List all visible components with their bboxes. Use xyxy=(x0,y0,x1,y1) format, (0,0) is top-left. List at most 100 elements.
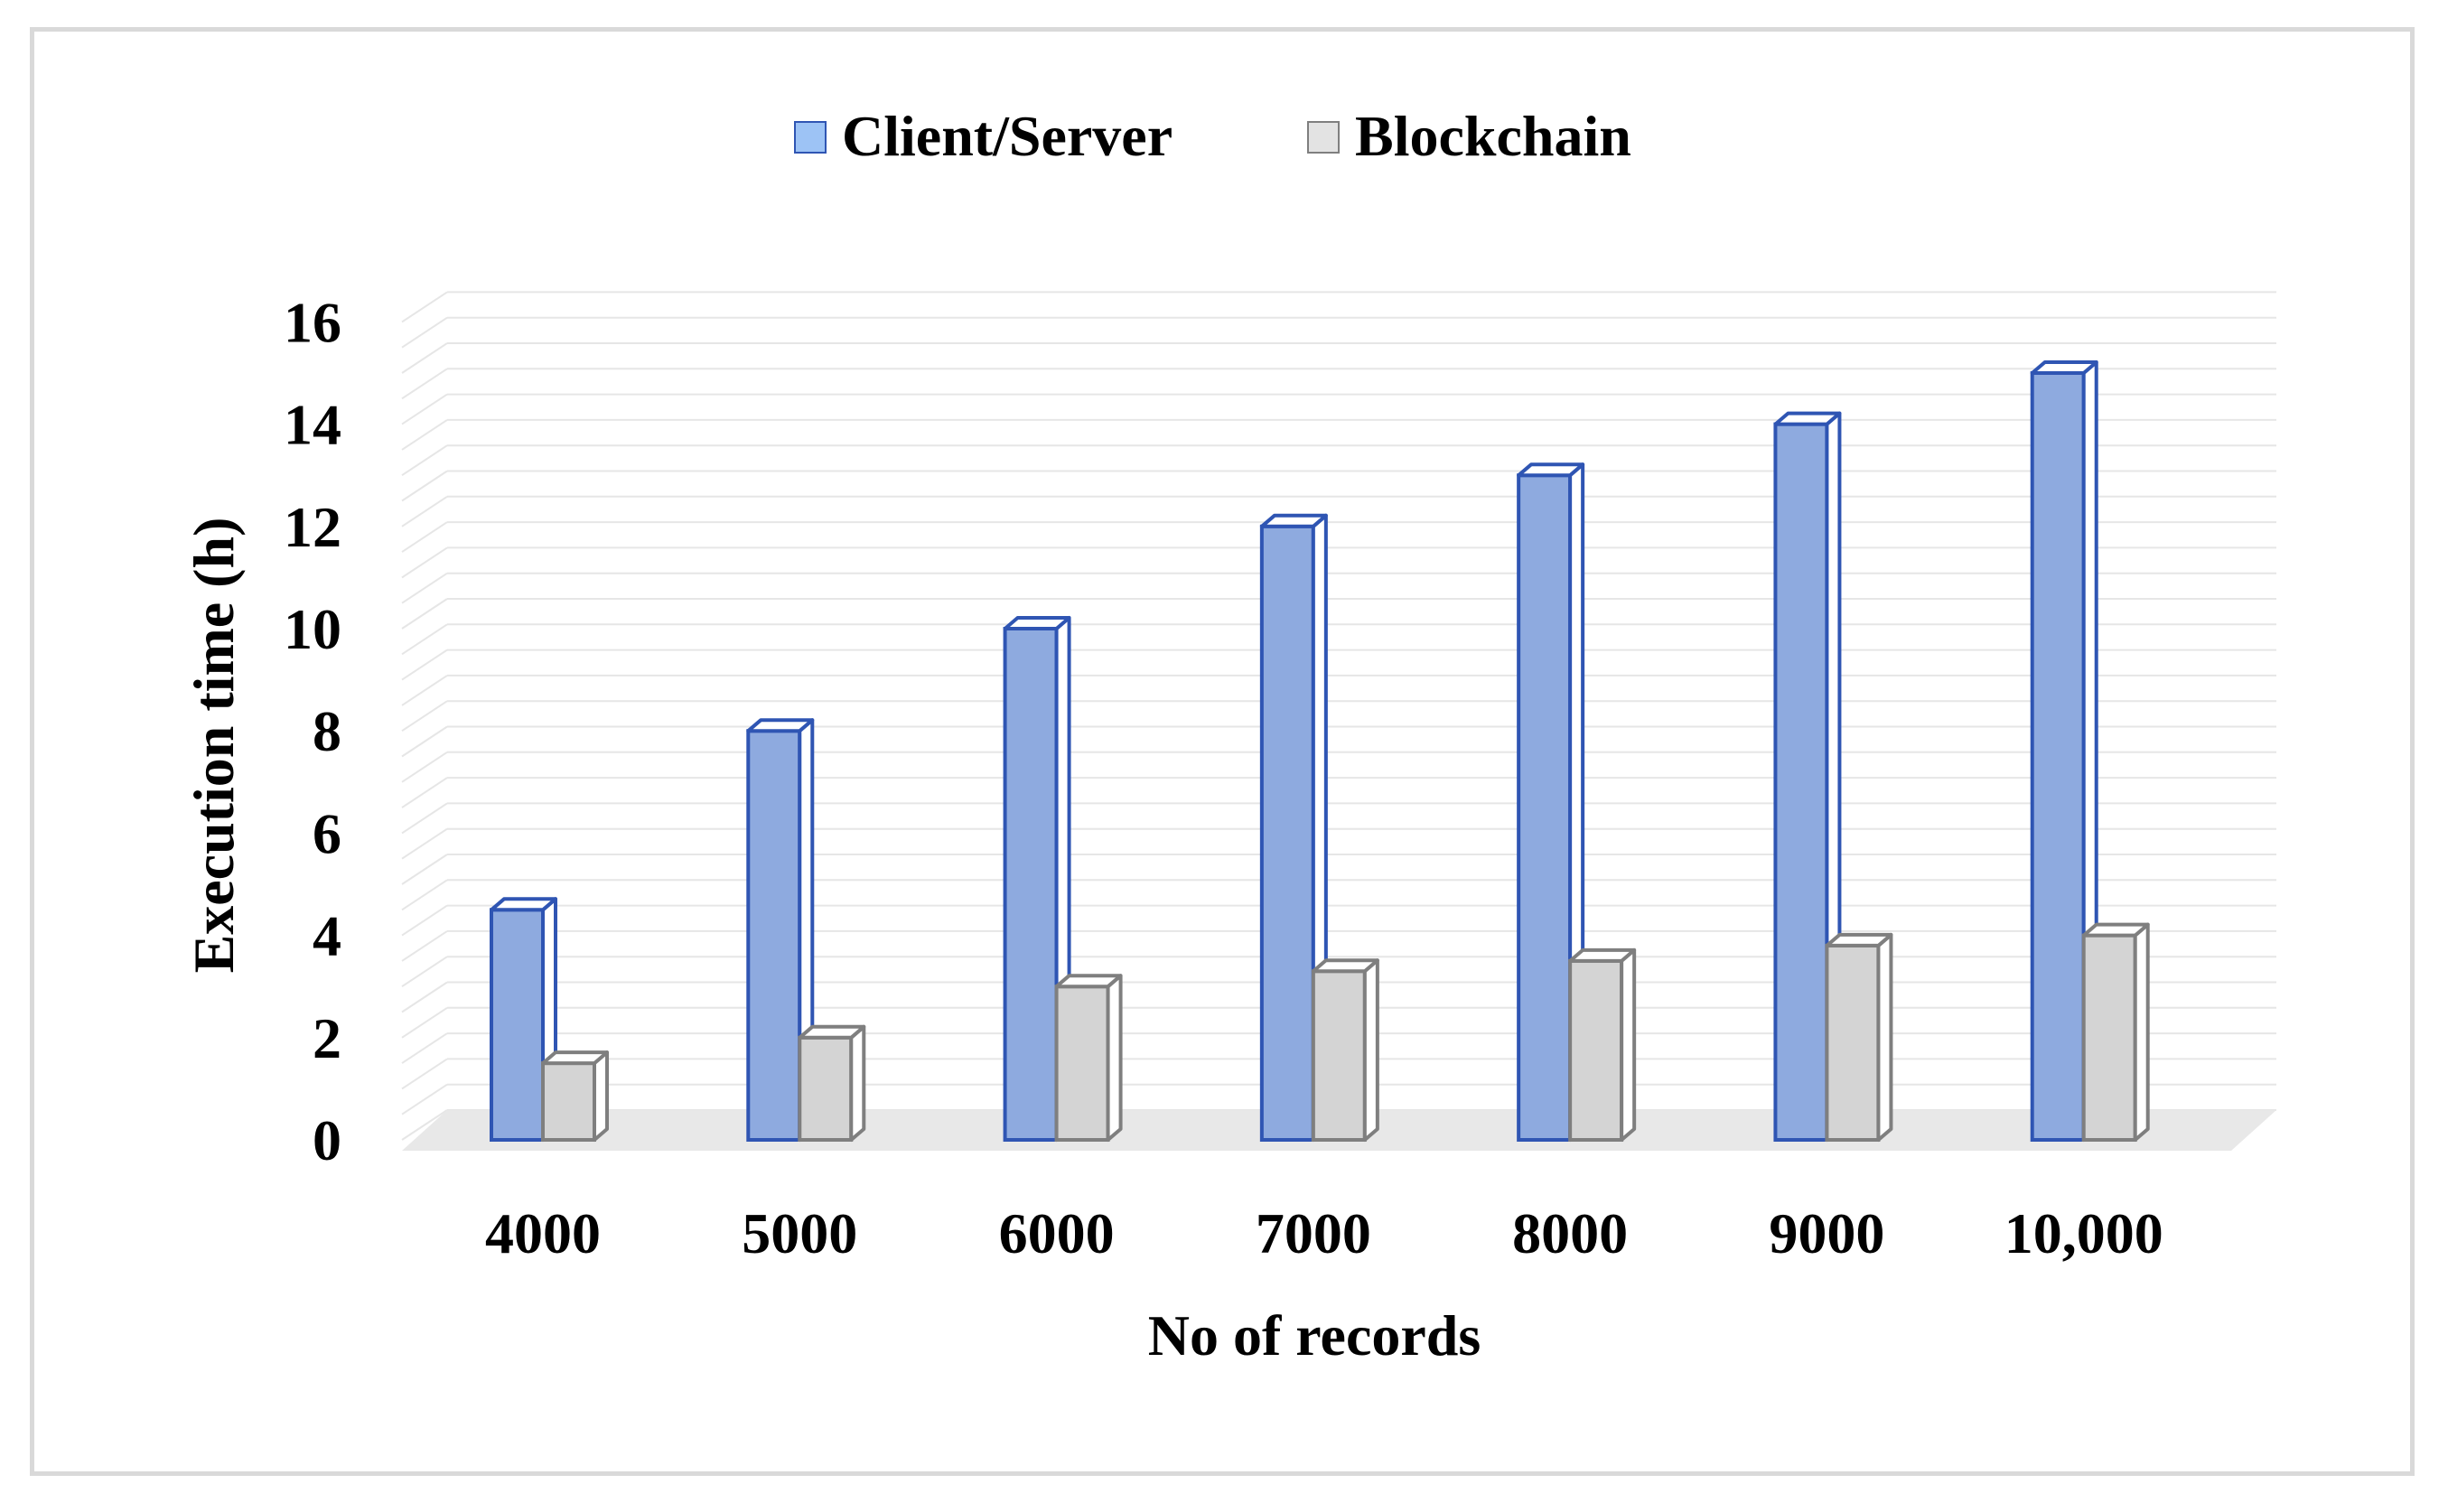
gridline-side xyxy=(401,572,448,604)
bar-client-server-front xyxy=(1259,524,1315,1142)
gridline-side xyxy=(401,956,448,988)
bar-client-server-front xyxy=(1003,627,1059,1142)
legend-swatch-blockchain xyxy=(1307,121,1340,154)
gridline-side xyxy=(401,521,448,553)
y-tick-label: 14 xyxy=(284,393,341,457)
gridline-side xyxy=(401,368,448,400)
bar-client-server-top xyxy=(1517,462,1585,478)
bar-blockchain-top xyxy=(798,1024,866,1040)
bar-client-server-top xyxy=(1773,411,1842,426)
bar-blockchain-top xyxy=(2081,922,2150,938)
bar-blockchain-side xyxy=(849,1024,866,1142)
bar-blockchain-front xyxy=(1568,958,1624,1143)
gridline-side xyxy=(401,1083,448,1115)
gridline-side xyxy=(401,854,448,885)
bar-blockchain-side xyxy=(1362,958,1379,1142)
y-axis-title: Execution time (h) xyxy=(182,518,246,974)
gridline-side xyxy=(401,598,448,630)
y-tick-labels: 0 2 4 6 8 10 12 14 16 xyxy=(284,290,341,1172)
gridline-side xyxy=(401,623,448,656)
bar-blockchain-front xyxy=(1311,969,1367,1142)
bar-blockchain-front xyxy=(2081,933,2137,1142)
bar-client-server-top xyxy=(1003,616,1071,630)
gridline-side xyxy=(401,700,448,733)
bar-client-server-top xyxy=(1259,513,1328,528)
x-tick-label: 10,000 xyxy=(2004,1201,2163,1265)
bar-blockchain-front xyxy=(541,1061,596,1142)
gridline-side xyxy=(401,1006,448,1039)
bar-blockchain-top xyxy=(1054,974,1123,989)
y-tick-label: 10 xyxy=(284,597,341,661)
legend-swatch-client-server xyxy=(794,121,827,154)
gridline-side xyxy=(401,827,448,860)
gridline-side xyxy=(401,470,448,502)
gridline-side xyxy=(401,342,448,374)
bar-blockchain-side xyxy=(593,1050,609,1142)
y-tick-label: 16 xyxy=(284,290,341,354)
y-tick-label: 2 xyxy=(313,1006,341,1070)
gridline-side xyxy=(401,495,448,527)
bar-blockchain-front xyxy=(1825,943,1881,1143)
bar-blockchain xyxy=(798,1024,866,1143)
gridline-side xyxy=(401,316,448,349)
gridline-side xyxy=(401,904,448,937)
bar-blockchain-top xyxy=(1825,932,1893,947)
bar-client-server-top xyxy=(490,897,557,912)
x-tick-label: 9000 xyxy=(1769,1201,1884,1265)
x-tick-label: 5000 xyxy=(742,1201,857,1265)
gridline-side xyxy=(401,1032,448,1064)
gridline-side xyxy=(401,879,448,911)
bar-client-server xyxy=(2030,360,2098,1142)
gridline-side xyxy=(401,393,448,425)
x-tick-label: 7000 xyxy=(1256,1201,1371,1265)
legend-label-blockchain: Blockchain xyxy=(1355,104,1631,168)
x-axis-title: No of records xyxy=(1148,1303,1481,1367)
bar-blockchain xyxy=(1568,947,1637,1143)
gridline-side xyxy=(401,649,448,681)
gridline-side xyxy=(401,725,448,758)
bar-client-server xyxy=(1517,462,1585,1142)
gridline-side xyxy=(401,419,448,451)
bar-client-server-top xyxy=(2030,360,2098,375)
gridline-side xyxy=(401,981,448,1013)
bar-blockchain-front xyxy=(1054,985,1110,1142)
bar-client-server-front xyxy=(746,729,802,1142)
bar-blockchain-top xyxy=(541,1050,609,1066)
bar-blockchain-side xyxy=(1106,974,1123,1142)
gridline-side xyxy=(401,802,448,835)
bar-blockchain-side xyxy=(2133,922,2150,1142)
x-tick-label: 6000 xyxy=(999,1201,1115,1265)
bar-client-server-top xyxy=(746,718,815,733)
gridline-side xyxy=(401,751,448,783)
y-tick-label: 4 xyxy=(313,904,341,968)
gridline-side xyxy=(401,1058,448,1090)
x-tick-labels: 4000 5000 6000 7000 8000 9000 10,000 xyxy=(485,1201,2163,1265)
bar-blockchain xyxy=(1825,932,1893,1143)
bar-blockchain-side xyxy=(1620,947,1637,1142)
bar-blockchain-top xyxy=(1568,947,1637,963)
bar-blockchain-top xyxy=(1311,958,1379,974)
x-tick-label: 4000 xyxy=(485,1201,601,1265)
bar-blockchain xyxy=(1054,974,1123,1142)
bar-client-server-front xyxy=(2030,371,2086,1142)
gridline-side xyxy=(401,675,448,706)
gridline-side xyxy=(401,777,448,808)
bar-blockchain-side xyxy=(1876,932,1893,1142)
y-tick-label: 8 xyxy=(313,699,341,763)
bar-blockchain xyxy=(2081,922,2150,1142)
gridline-side xyxy=(401,444,448,477)
bar-blockchain-front xyxy=(798,1035,854,1143)
bar-client-server-front xyxy=(1517,473,1573,1142)
y-tick-label: 12 xyxy=(284,495,341,559)
legend-label-client-server: Client/Server xyxy=(842,104,1173,168)
legend: Client/Server Blockchain xyxy=(794,104,1631,168)
gridline-side xyxy=(401,291,448,323)
gridline-side xyxy=(401,1109,448,1141)
gridline-side xyxy=(401,546,448,579)
bar-blockchain xyxy=(1311,958,1379,1142)
bar-client-server-front xyxy=(490,908,545,1142)
x-tick-label: 8000 xyxy=(1512,1201,1628,1265)
bar-client-server-front xyxy=(1773,422,1829,1143)
y-tick-label: 0 xyxy=(313,1108,341,1172)
y-tick-label: 6 xyxy=(313,801,341,865)
